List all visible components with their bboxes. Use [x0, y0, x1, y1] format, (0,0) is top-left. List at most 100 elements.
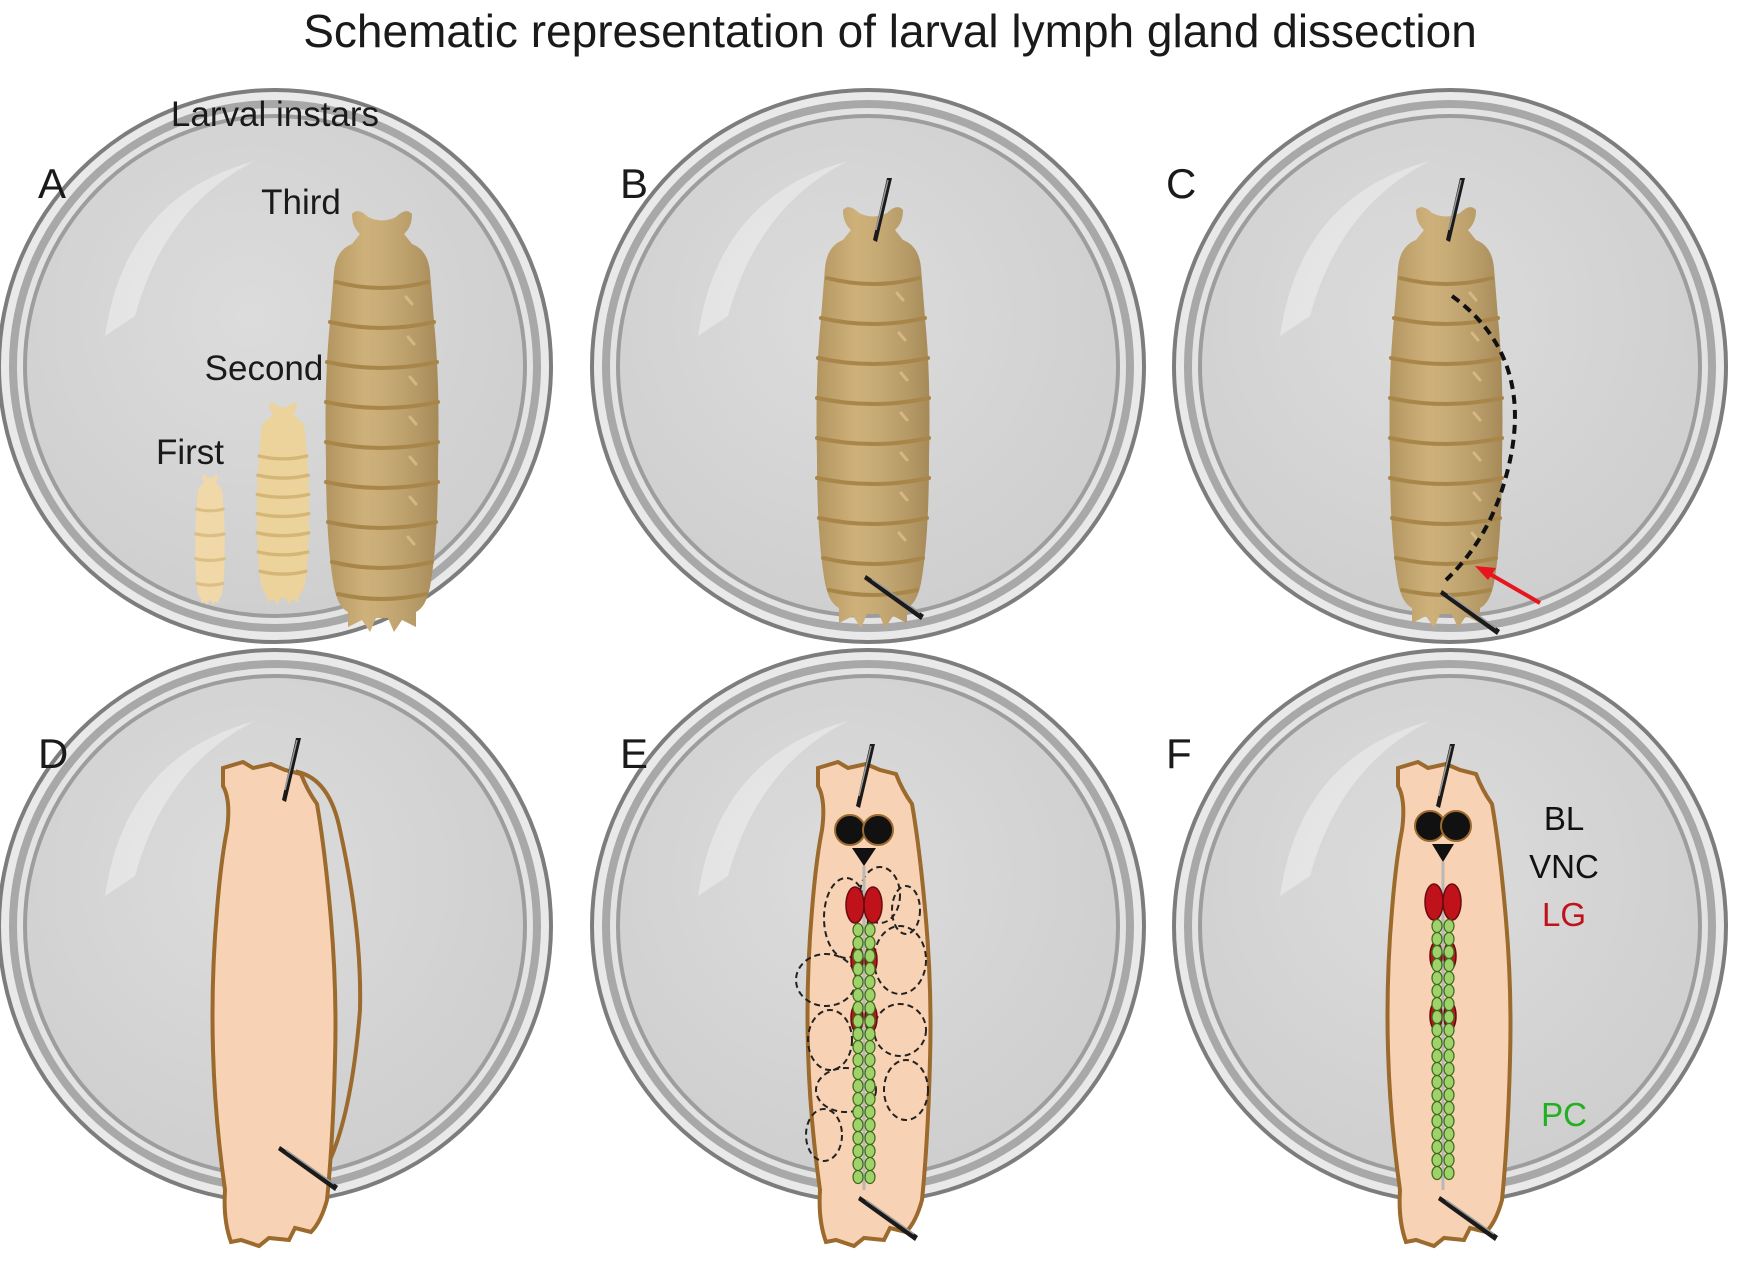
pericardial-cell	[864, 1065, 876, 1081]
pericardial-cell	[1443, 1100, 1455, 1116]
pericardial-cell	[1443, 983, 1455, 999]
pericardial-cell	[864, 974, 876, 990]
pericardial-cell	[852, 1065, 864, 1081]
pericardial-cell	[864, 1130, 876, 1146]
panel-letter-d: D	[38, 730, 68, 777]
second-instar-larva	[255, 402, 311, 605]
pericardial-cell	[1443, 944, 1455, 960]
pericardial-cell	[1443, 1139, 1455, 1155]
pericardial-cell	[864, 1000, 876, 1016]
first-instar-larva	[194, 474, 226, 606]
pericardial-cell	[864, 1156, 876, 1172]
panel-letter-c: C	[1166, 160, 1196, 207]
pericardial-cell	[1443, 1165, 1455, 1181]
panel-letter-e: E	[620, 730, 648, 777]
pericardial-cell	[864, 935, 876, 951]
panel-b: B	[590, 88, 1146, 644]
legend-bl: BL	[1544, 800, 1584, 837]
panel-e: E	[590, 648, 1146, 1248]
pericardial-cell	[1431, 1048, 1443, 1064]
legend-lg: LG	[1542, 896, 1586, 933]
pericardial-cell	[1443, 918, 1455, 934]
pericardial-cell	[852, 961, 864, 977]
pericardial-cell	[1443, 1035, 1455, 1051]
panel-a: A Larval instars First Second Third	[0, 88, 553, 644]
legend-vnc: VNC	[1529, 848, 1599, 885]
pericardial-cell	[864, 922, 876, 938]
panel-letter-b: B	[620, 160, 648, 207]
pericardial-cell	[1443, 1087, 1455, 1103]
pericardial-cell	[864, 987, 876, 1003]
pericardial-cell	[852, 948, 864, 964]
pericardial-cell	[1443, 1022, 1455, 1038]
pericardial-cell	[852, 1169, 864, 1185]
pericardial-cell	[1431, 1126, 1443, 1142]
stage-label-first: First	[156, 433, 224, 472]
pericardial-cell	[1431, 931, 1443, 947]
pericardial-cell	[1431, 996, 1443, 1012]
pericardial-cell	[1431, 970, 1443, 986]
pericardial-cell	[1443, 996, 1455, 1012]
pericardial-cell	[864, 1078, 876, 1094]
pericardial-cell	[852, 1143, 864, 1159]
pericardial-cell	[864, 1169, 876, 1185]
pericardial-cell	[1431, 944, 1443, 960]
panel-f: F BL VNC LG PC	[1166, 648, 1728, 1248]
pericardial-cell	[864, 1052, 876, 1068]
pericardial-cell	[864, 1143, 876, 1159]
pericardial-cell	[1431, 1009, 1443, 1025]
pericardial-cell	[1431, 1113, 1443, 1129]
panel-d: D	[0, 648, 553, 1248]
pericardial-cell	[1443, 1048, 1455, 1064]
pericardial-cell	[864, 1117, 876, 1133]
pericardial-cell	[1431, 918, 1443, 934]
panel-letter-a: A	[38, 160, 66, 207]
pericardial-cell	[1431, 1152, 1443, 1168]
pericardial-cell	[852, 974, 864, 990]
pericardial-cell	[864, 1026, 876, 1042]
third-instar-larva	[323, 209, 441, 634]
pericardial-cells	[1431, 918, 1455, 1181]
pericardial-cell	[1443, 957, 1455, 973]
pericardial-cell	[852, 1052, 864, 1068]
pericardial-cell	[852, 1039, 864, 1055]
pericardial-cell	[852, 987, 864, 1003]
stage-label-third: Third	[261, 183, 341, 222]
red-arrow-icon	[1475, 566, 1542, 605]
pericardial-cell	[1431, 1087, 1443, 1103]
pericardial-cell	[1431, 1139, 1443, 1155]
pericardial-cell	[852, 922, 864, 938]
pericardial-cell	[1443, 931, 1455, 947]
panel-letter-f: F	[1166, 730, 1192, 777]
pericardial-cell	[852, 1013, 864, 1029]
pericardial-cell	[864, 961, 876, 977]
pericardial-cell	[864, 1039, 876, 1055]
pericardial-cell	[1431, 1035, 1443, 1051]
pericardial-cell	[852, 1104, 864, 1120]
pericardial-cell	[1431, 1061, 1443, 1077]
larval-instars-heading: Larval instars	[171, 95, 379, 134]
pericardial-cell	[852, 1130, 864, 1146]
pericardial-cell	[864, 948, 876, 964]
pericardial-cell	[1443, 1009, 1455, 1025]
panel-c: C	[1166, 88, 1728, 644]
pericardial-cell	[1443, 1126, 1455, 1142]
pericardial-cell	[852, 1156, 864, 1172]
pericardial-cell	[852, 1117, 864, 1133]
pericardial-cell	[864, 1104, 876, 1120]
pericardial-cell	[1431, 1074, 1443, 1090]
pericardial-cell	[864, 1013, 876, 1029]
pericardial-cell	[1431, 1022, 1443, 1038]
pericardial-cell	[852, 1078, 864, 1094]
brain-lobes	[834, 814, 894, 866]
whole-larva-b	[814, 205, 932, 630]
whole-larva-c	[1387, 205, 1505, 630]
pericardial-cell	[852, 1091, 864, 1107]
pericardial-cell	[1443, 1061, 1455, 1077]
stage-label-second: Second	[205, 349, 324, 388]
pericardial-cell	[852, 1000, 864, 1016]
pericardial-cell	[1443, 1152, 1455, 1168]
pericardial-cell	[1443, 1113, 1455, 1129]
pericardial-cell	[852, 935, 864, 951]
